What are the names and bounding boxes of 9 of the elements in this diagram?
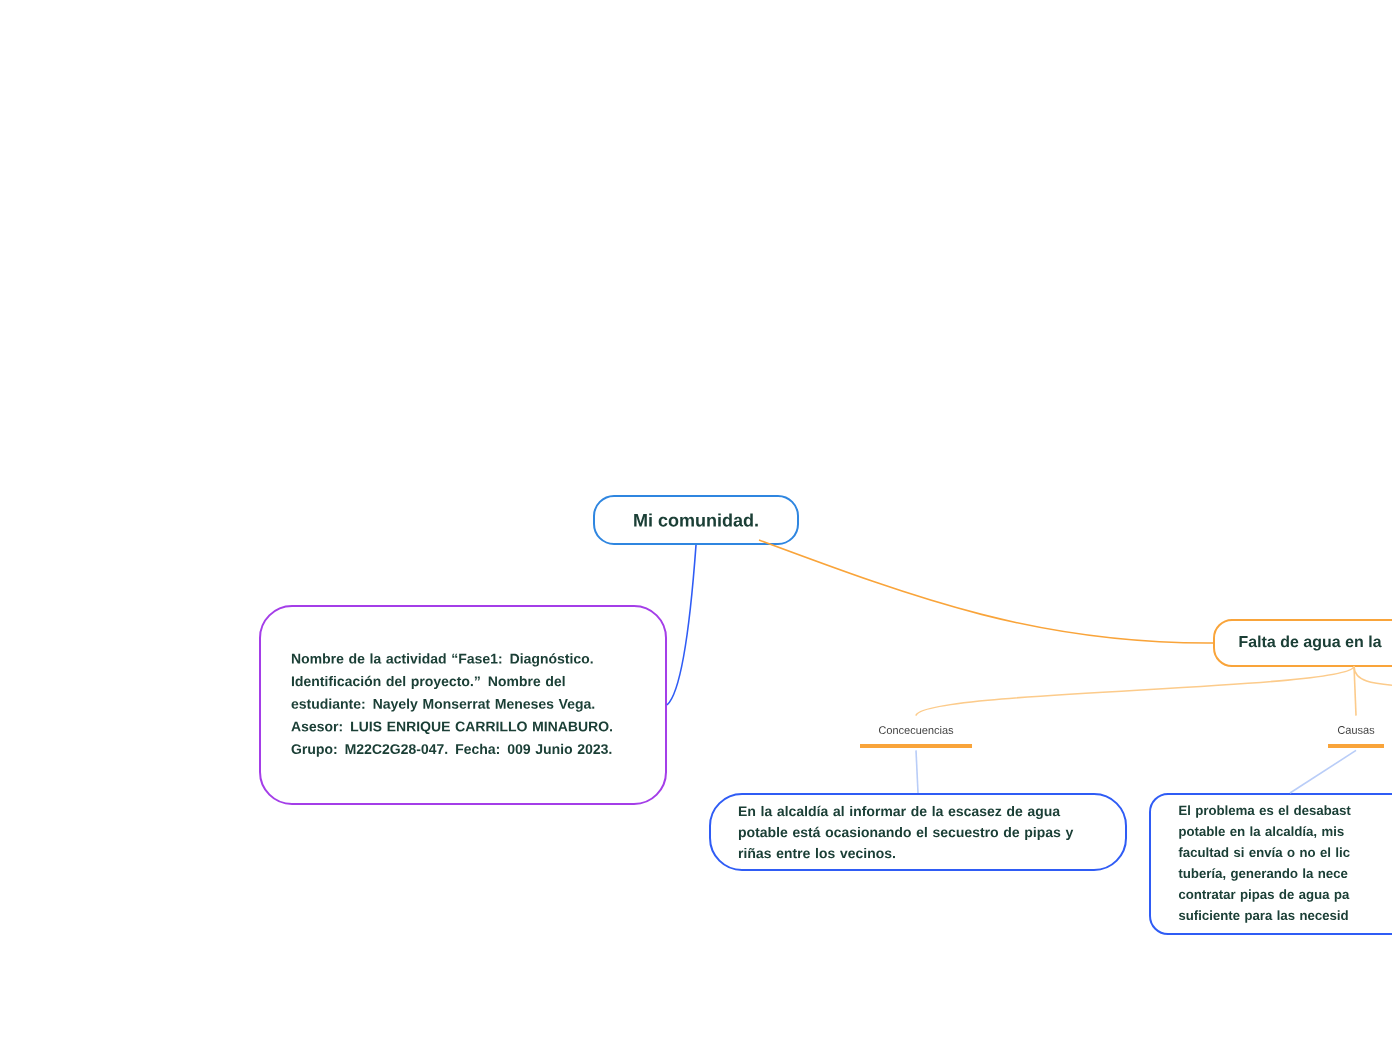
connector: [758, 539, 1214, 644]
connector: [1353, 665, 1392, 687]
connector: [915, 749, 919, 794]
connector: [1353, 665, 1357, 717]
connector: [1289, 749, 1357, 794]
topic-box: Falta de agua en la: [1213, 619, 1392, 667]
topic-box: Mi comunidad.: [593, 495, 799, 545]
connector: [666, 544, 697, 706]
connector: [915, 665, 1355, 717]
